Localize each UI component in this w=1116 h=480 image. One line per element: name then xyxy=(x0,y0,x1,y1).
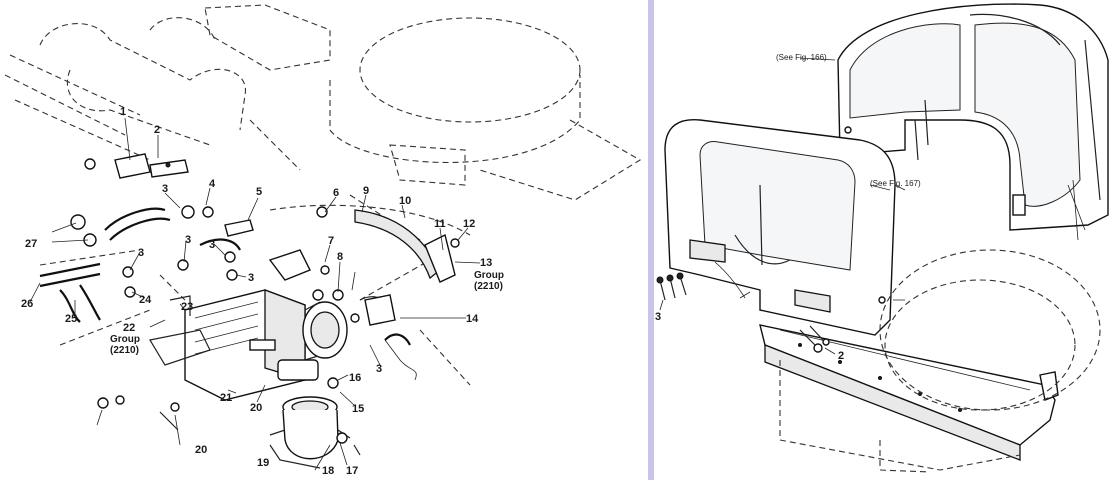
part-number-label: 16 xyxy=(349,372,361,384)
part-number-label: 27 xyxy=(25,238,37,250)
part-number-label: 2 xyxy=(838,350,844,362)
part-number-label: 3 xyxy=(248,272,254,284)
part-number-label: 19 xyxy=(257,457,269,469)
left-panel-heater-assembly: 1 2 3 3 4 5 6 7 8 9 10 11 12 13 14 15 16… xyxy=(4,4,642,477)
part-number-label: 11 xyxy=(434,218,446,230)
bolts xyxy=(656,272,830,353)
part-number-label: 10 xyxy=(399,195,411,207)
group-code-label: (2210) xyxy=(474,281,503,292)
part-number-label: 18 xyxy=(322,465,334,477)
part-number-label: 24 xyxy=(139,294,152,306)
heater-housing xyxy=(149,289,348,401)
part-number-label: 8 xyxy=(337,251,343,263)
part-number-label: 3 xyxy=(376,363,382,375)
part-number-label: 26 xyxy=(21,298,33,310)
part-number-label: 3 xyxy=(185,234,191,246)
part-number-label: 2 xyxy=(154,124,160,136)
fittings-and-clamps xyxy=(70,153,460,456)
part-number-label: 20 xyxy=(250,402,262,414)
part-number-label: 23 xyxy=(181,301,193,313)
group-word-label: Group xyxy=(110,334,140,345)
part-number-label: 22 xyxy=(123,322,135,334)
part-number-label: 15 xyxy=(352,403,364,415)
part-number-label: 9 xyxy=(363,185,369,197)
part-number-label: 3 xyxy=(209,239,215,251)
part-number-label: 14 xyxy=(466,313,479,325)
part-number-label: 5 xyxy=(256,186,262,198)
part-number-label: 20 xyxy=(195,444,207,456)
leader-lines-right xyxy=(659,184,891,355)
part-number-label: 3 xyxy=(162,183,168,195)
part-number-label: 25 xyxy=(65,313,77,325)
left-part-labels: 1 2 3 3 4 5 6 7 8 9 10 11 12 13 14 15 16… xyxy=(21,106,504,477)
part-number-label: 3 xyxy=(138,247,144,259)
part-number-label: 21 xyxy=(220,392,232,404)
right-panel-cab-enclosure: (See Fig. 166) (See Fig. 167) 3 2 xyxy=(655,3,1109,473)
group-word-label: Group xyxy=(474,270,504,281)
window-frame xyxy=(664,118,906,336)
part-number-label: 7 xyxy=(328,235,334,247)
part-number-label: 17 xyxy=(346,465,358,477)
leader-lines xyxy=(29,117,481,471)
phantom-outlines xyxy=(4,4,642,386)
see-fig-167-label: (See Fig. 167) xyxy=(870,179,921,188)
phantom-outlines-right xyxy=(779,249,1101,473)
part-number-label: 13 xyxy=(480,257,492,269)
part-number-label: 3 xyxy=(655,311,661,323)
outlet-elbow xyxy=(269,396,351,469)
see-fig-166-label: (See Fig. 166) xyxy=(776,53,827,62)
part-number-label: 6 xyxy=(333,187,339,199)
part-number-label: 12 xyxy=(463,218,475,230)
panel-divider xyxy=(648,0,654,480)
base-frame xyxy=(759,324,1059,461)
cab-canopy xyxy=(799,3,1109,241)
group-code-label: (2210) xyxy=(110,345,139,356)
part-number-label: 1 xyxy=(120,106,126,118)
part-number-label: 4 xyxy=(209,178,216,190)
